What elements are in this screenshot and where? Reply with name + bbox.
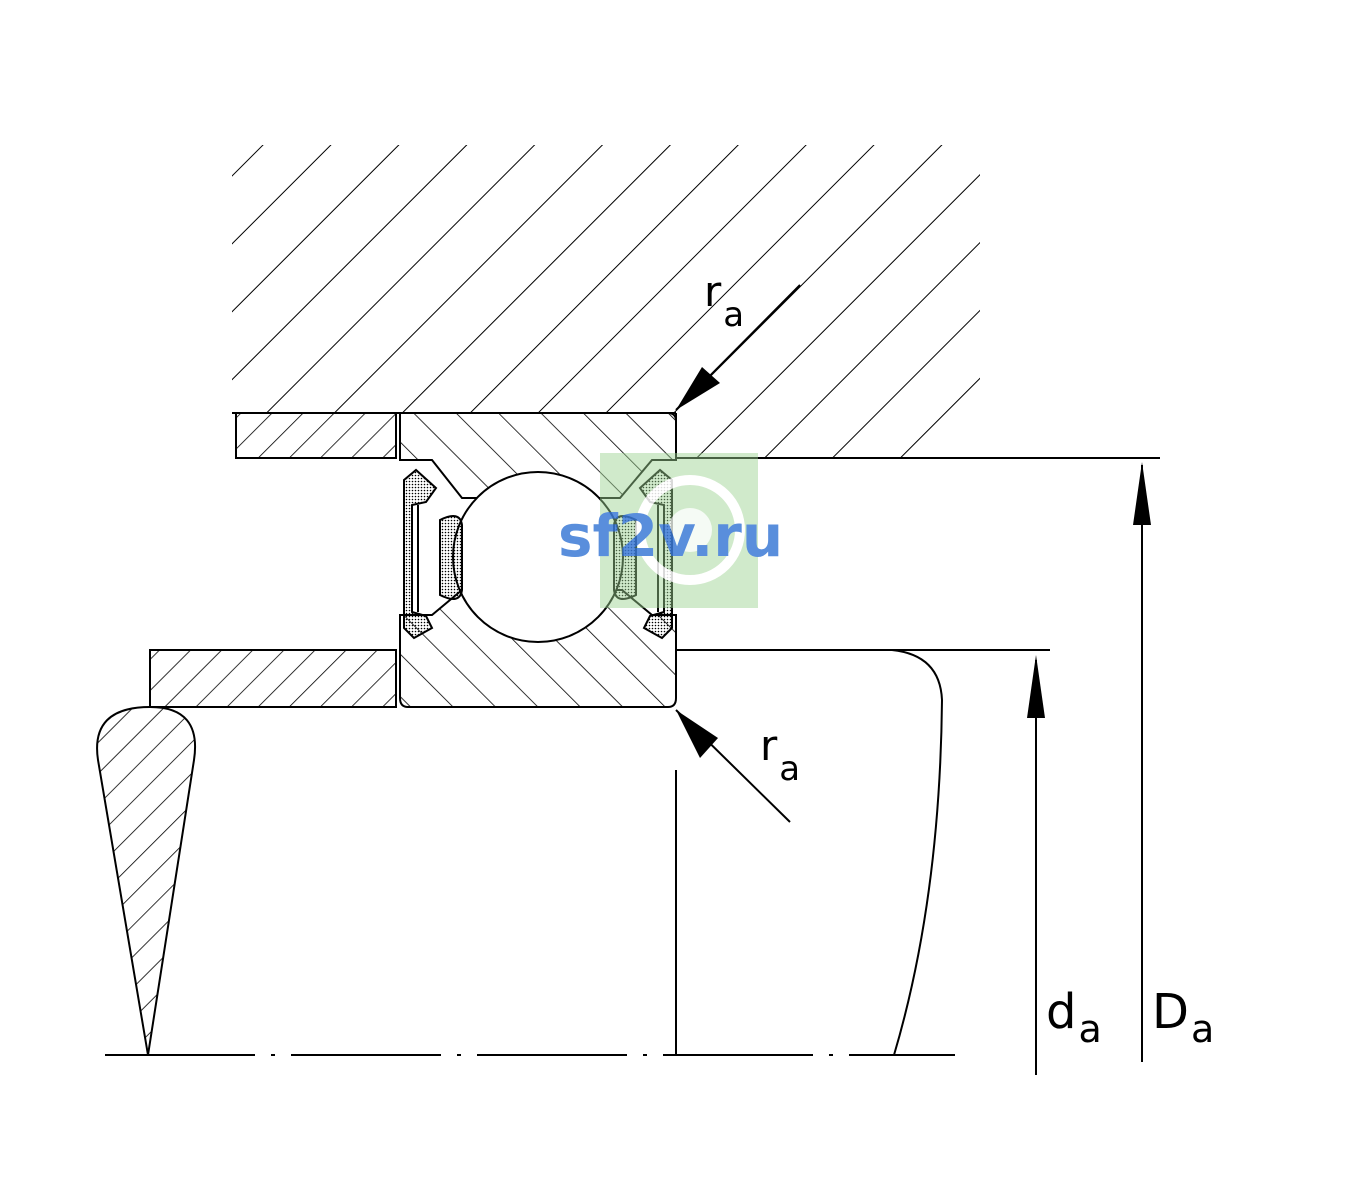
ra-bottom-indicator (675, 709, 791, 823)
outer-shoulder (235, 412, 397, 459)
outer-ring (399, 412, 677, 499)
shaft-shoulder (149, 649, 397, 708)
Da-dimension (1133, 462, 1151, 1062)
housing (232, 145, 1160, 459)
break-section (96, 705, 196, 1056)
seal-left (403, 468, 438, 640)
seal-right (638, 468, 673, 640)
da-label: da (1046, 984, 1102, 1051)
cage (439, 515, 637, 600)
watermark: sf2v.ru (558, 453, 783, 608)
Da-label: Da (1152, 984, 1214, 1051)
bearing-logo-icon (635, 475, 745, 585)
da-dimension (1027, 655, 1045, 1075)
shaft-curve (891, 649, 944, 1056)
ra-top-label: ra (704, 267, 744, 335)
ra-top-indicator (675, 284, 801, 411)
watermark-text: sf2v.ru (558, 502, 783, 570)
ra-bottom-label: ra (760, 721, 800, 789)
